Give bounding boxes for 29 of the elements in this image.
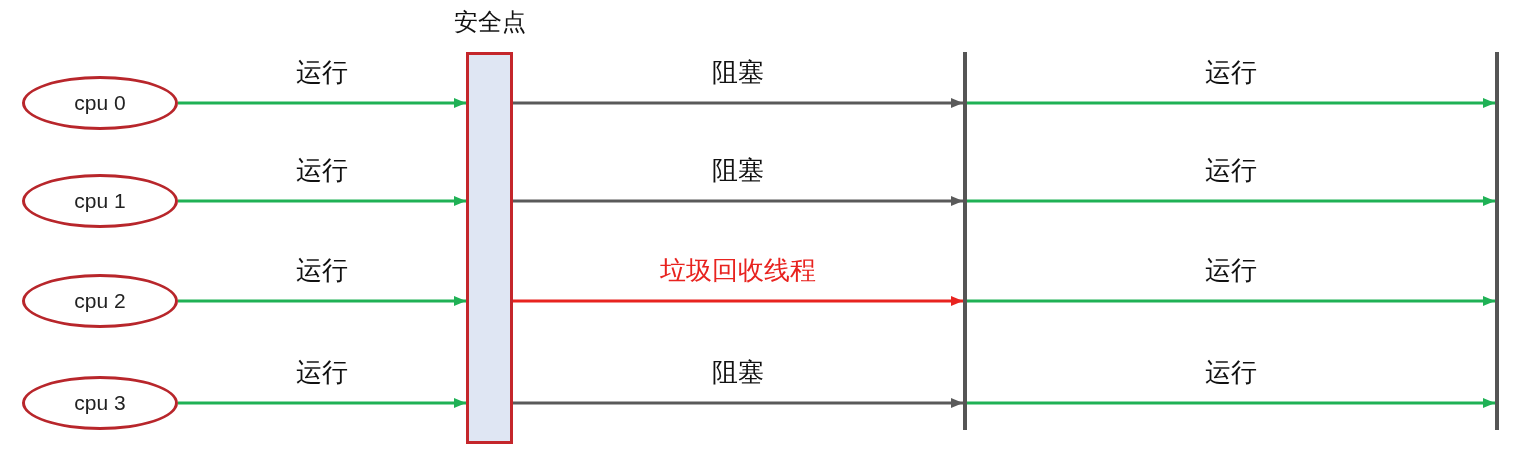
edge-label: 垃圾回收线程 xyxy=(660,254,816,287)
arrow xyxy=(178,98,466,108)
edge-label: 运行 xyxy=(1205,356,1257,389)
cpu-ellipse: cpu 2 xyxy=(22,274,178,328)
edge-label: 运行 xyxy=(296,56,348,89)
edge-label: 运行 xyxy=(1205,254,1257,287)
edge-label: 阻塞 xyxy=(712,356,764,389)
arrow xyxy=(513,98,963,108)
arrow xyxy=(967,296,1495,306)
arrow xyxy=(967,196,1495,206)
arrow xyxy=(967,98,1495,108)
edge-label: 运行 xyxy=(1205,56,1257,89)
cpu-ellipse: cpu 0 xyxy=(22,76,178,130)
arrow xyxy=(178,296,466,306)
arrow xyxy=(513,296,963,306)
edge-label: 运行 xyxy=(1205,154,1257,187)
edge-label: 阻塞 xyxy=(712,154,764,187)
edge-label: 运行 xyxy=(296,154,348,187)
edge-label: 运行 xyxy=(296,254,348,287)
arrow xyxy=(178,196,466,206)
heading: 安全点 xyxy=(452,7,527,37)
cpu-ellipse: cpu 1 xyxy=(22,174,178,228)
edge-label: 运行 xyxy=(296,356,348,389)
edge-label: 阻塞 xyxy=(712,56,764,89)
arrow xyxy=(513,196,963,206)
arrow xyxy=(967,398,1495,408)
arrow xyxy=(178,398,466,408)
cpu-ellipse: cpu 3 xyxy=(22,376,178,430)
arrow xyxy=(513,398,963,408)
